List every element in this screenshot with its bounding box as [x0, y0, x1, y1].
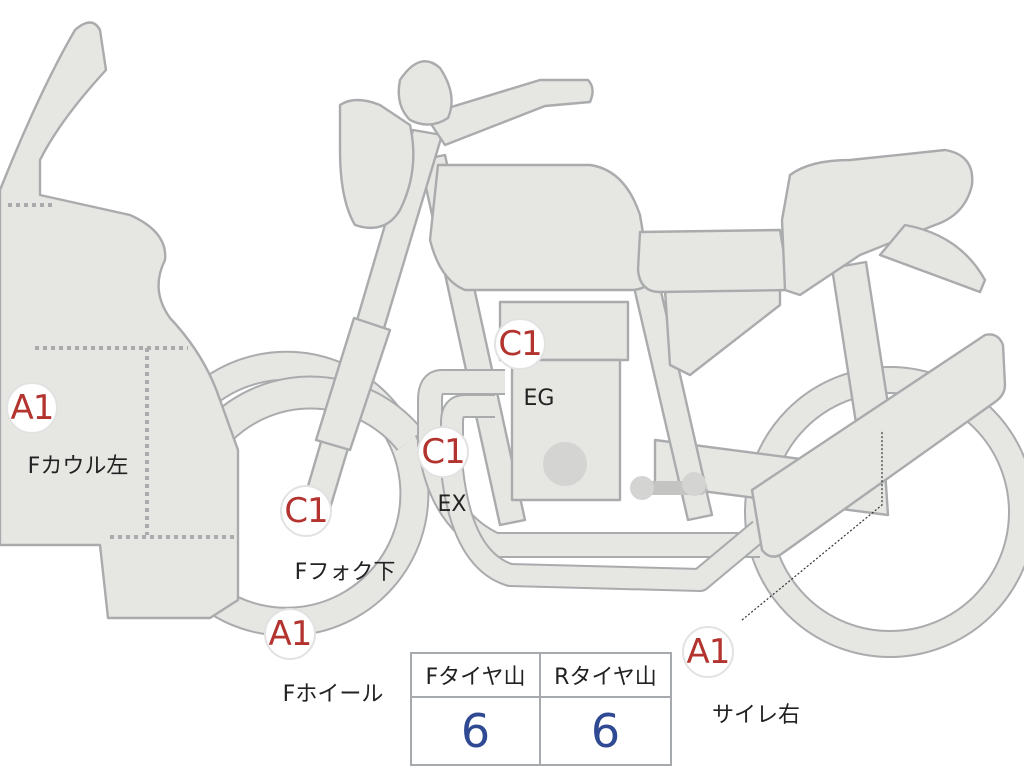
- front-cowl: [0, 21, 240, 620]
- front-tire-header: Fタイヤ山: [412, 654, 541, 698]
- mirror: [397, 60, 453, 126]
- marker-label-silencer-right: サイレ右: [711, 703, 801, 728]
- engine-block: [498, 300, 707, 502]
- tail-fin: [878, 223, 987, 294]
- fork-slider: [314, 316, 392, 452]
- tire-tread-table: Fタイヤ山 Rタイヤ山 6 6: [410, 652, 672, 766]
- rear-tire-header: Rタイヤ山: [541, 654, 670, 698]
- seat: [636, 228, 792, 294]
- marker-code-front-wheel: A1: [264, 608, 316, 660]
- silencer-leader-line: [741, 430, 883, 621]
- silencer: [750, 333, 1007, 558]
- rear-tire-value: 6: [590, 704, 621, 758]
- marker-label-exhaust: EX: [437, 492, 467, 517]
- marker-code-silencer-right: A1: [682, 626, 734, 678]
- marker-label-engine: EG: [523, 386, 555, 411]
- marker-label-front-wheel: Fホイール: [282, 682, 384, 707]
- tail-cowl: [780, 148, 974, 297]
- marker-label-front-cowl-left: Fカウル左: [27, 454, 129, 479]
- marker-label-front-fork-lower: Fフォク下: [294, 560, 396, 585]
- front-tire-value: 6: [412, 698, 541, 764]
- headlight: [338, 98, 415, 230]
- marker-code-exhaust: C1: [417, 426, 469, 478]
- side-cover: [663, 288, 782, 377]
- fuel-tank: [428, 163, 652, 292]
- marker-code-front-cowl-left: A1: [6, 382, 58, 434]
- marker-code-engine: C1: [494, 318, 546, 370]
- marker-code-front-fork-lower: C1: [280, 485, 332, 537]
- handlebar: [423, 78, 594, 147]
